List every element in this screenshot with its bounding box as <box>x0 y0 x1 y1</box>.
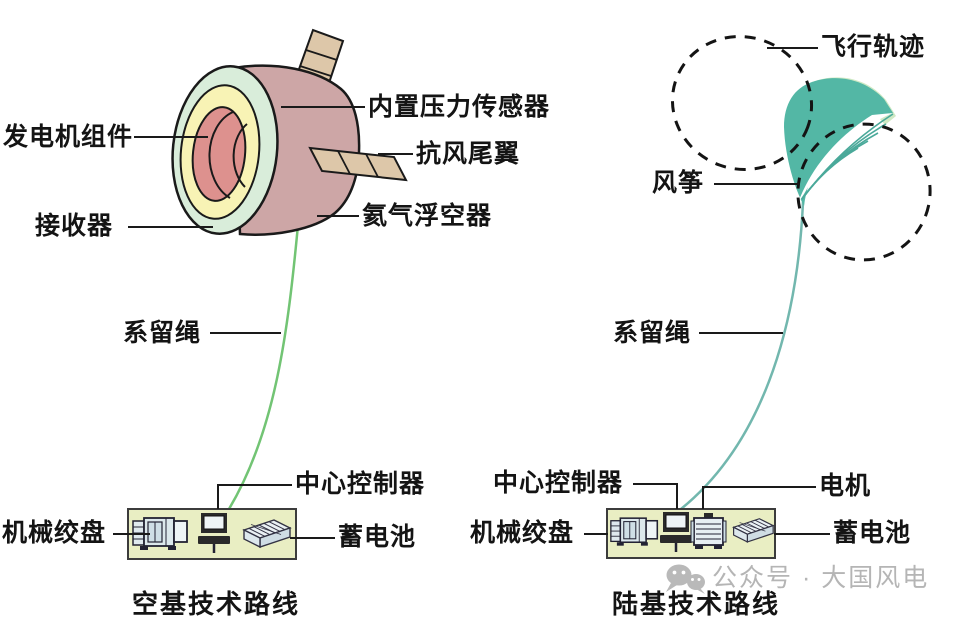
aerostat-duct <box>191 106 247 202</box>
motor-icon <box>690 512 727 550</box>
aerostat-figure <box>171 28 408 236</box>
tether-line-right <box>680 201 805 510</box>
label-flight-trajectory: 飞行轨迹 <box>821 33 926 61</box>
title-air-based-route: 空基技术路线 <box>132 589 301 619</box>
tether-line-left <box>227 224 300 510</box>
duct-inner-arc-1 <box>208 111 234 199</box>
tail-fin-side <box>308 146 408 182</box>
label-tether-left: 系留绳 <box>123 319 202 347</box>
label-tail-fin: 抗风尾翼 <box>416 140 521 168</box>
leader-controller-right <box>633 483 678 509</box>
kite-bridle-lines <box>801 113 894 200</box>
leader-lines <box>113 47 830 539</box>
label-controller-left: 中心控制器 <box>295 470 426 498</box>
label-controller-right: 中心控制器 <box>493 469 624 497</box>
label-helium-aerostat: 氦气浮空器 <box>362 202 493 230</box>
trajectory-loop-left <box>670 35 814 171</box>
label-battery-left: 蓄电池 <box>338 523 417 551</box>
label-battery-right: 蓄电池 <box>833 519 912 547</box>
watermark-text: 公众号 · 大国风电 <box>712 564 930 592</box>
label-winch-right: 机械绞盘 <box>470 519 575 547</box>
label-pressure-sensor: 内置压力传感器 <box>368 93 551 121</box>
trajectory-loop-right <box>796 122 932 262</box>
ground-station-left <box>127 508 297 560</box>
label-motor: 电机 <box>819 472 872 500</box>
label-generator-assembly: 发电机组件 <box>3 123 134 151</box>
ground-station-right <box>606 508 776 559</box>
label-receiver: 接收器 <box>35 212 114 240</box>
leader-motor <box>702 486 816 509</box>
leader-controller-left <box>217 484 292 509</box>
kite-figure <box>670 35 932 262</box>
label-tether-right: 系留绳 <box>613 319 692 347</box>
label-kite: 风筝 <box>652 169 705 197</box>
title-ground-based-route: 陆基技术路线 <box>612 589 781 619</box>
label-winch-left: 机械绞盘 <box>2 519 107 547</box>
duct-inner-arc-2 <box>232 123 248 188</box>
wechat-icon <box>666 564 705 594</box>
